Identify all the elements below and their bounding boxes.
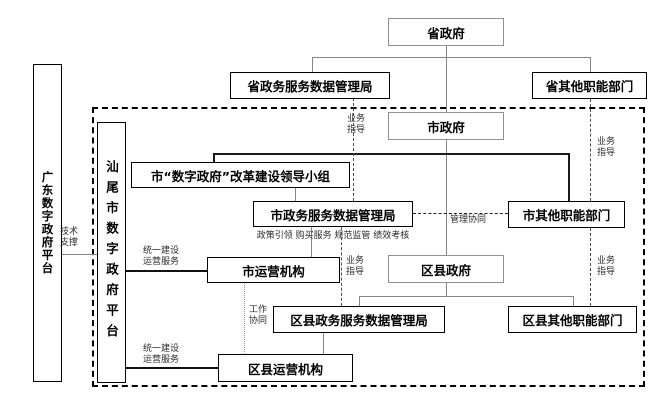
connector-district-bureau-drop — [359, 296, 360, 306]
label-unified-service-district: 统一建设运营服务 — [143, 344, 180, 366]
node-district-operator: 区县运营机构 — [218, 354, 353, 382]
connector-province-split — [312, 57, 590, 58]
connector-province-gov-down — [446, 46, 447, 112]
label-business-guidance-city-other: 业务指导 — [597, 256, 616, 278]
label-business-guidance-province-bureau: 业务指导 — [347, 114, 366, 136]
label-business-guidance-province-other: 业务指导 — [597, 137, 616, 159]
connector-leading-group-to-city-bureau — [295, 188, 296, 201]
connector-province-bureau-drop — [312, 57, 313, 72]
label-work-coordination: 工作协同 — [249, 305, 268, 327]
connector-tech-support — [62, 254, 97, 255]
city-other-depts-label: 市其他职能部门 — [522, 208, 611, 223]
city-gov-label: 市政府 — [427, 119, 465, 135]
node-province-other-depts: 省其他职能部门 — [532, 72, 647, 99]
connector-unified-service-district — [126, 367, 218, 369]
connector-city-gov-down — [446, 140, 447, 255]
dashed-province-bureau-guidance — [353, 98, 354, 201]
node-district-data-bureau: 区县政务服务数据管理局 — [273, 306, 445, 333]
connector-district-other-drop — [573, 296, 574, 306]
city-operator-label: 市运营机构 — [242, 263, 305, 279]
connector-district-bureau-to-operator — [323, 333, 324, 354]
connector-district-gov-down — [446, 283, 447, 296]
shanwei-platform-label: 汕尾市数字政府平台 — [104, 160, 119, 345]
node-city-gov: 市政府 — [388, 112, 504, 140]
district-gov-label: 区县政府 — [420, 262, 471, 278]
connector-province-other-drop — [590, 57, 591, 72]
label-unified-service-city: 统一建设运营服务 — [143, 246, 180, 268]
label-business-guidance-city-bureau: 业务指导 — [346, 256, 365, 278]
dashed-province-other-guidance — [590, 99, 591, 201]
district-operator-label: 区县运营机构 — [247, 361, 323, 377]
node-district-other-depts: 区县其他职能部门 — [508, 306, 637, 333]
connector-district-split — [359, 296, 573, 297]
connector-city-split — [213, 153, 568, 155]
province-data-bureau-label: 省政务服务数据管理局 — [247, 79, 373, 94]
dashed-city-bureau-guidance — [341, 227, 342, 306]
node-province-data-bureau: 省政务服务数据管理局 — [230, 72, 390, 99]
dotted-work-coordination — [244, 283, 245, 354]
city-data-bureau-label: 市政务服务数据管理局 — [270, 207, 396, 223]
node-guangdong-digital-platform: 广东数字政府平台 — [33, 64, 62, 382]
shanwei-scope-dashed-boundary — [92, 107, 645, 387]
node-city-operator: 市运营机构 — [207, 257, 340, 283]
province-gov-label: 省政府 — [427, 25, 465, 41]
district-data-bureau-label: 区县政务服务数据管理局 — [290, 313, 428, 328]
node-city-leading-group: 市“数字政府”改革建设领导小组 — [131, 162, 350, 188]
connector-city-other-drop — [568, 153, 570, 201]
node-shanwei-digital-platform: 汕尾市数字政府平台 — [97, 122, 126, 383]
node-city-other-depts: 市其他职能部门 — [508, 201, 625, 228]
label-management-coordination: 管理协同 — [450, 215, 487, 225]
label-tech-support: 技术支撑 — [60, 227, 79, 249]
node-province-gov: 省政府 — [388, 18, 504, 46]
guangdong-platform-label: 广东数字政府平台 — [40, 171, 55, 275]
dashed-management-coordination — [413, 213, 508, 214]
city-leading-group-label: 市“数字政府”改革建设领导小组 — [151, 168, 330, 184]
province-other-depts-label: 省其他职能部门 — [545, 79, 634, 94]
node-city-data-bureau: 市政务服务数据管理局 — [253, 201, 413, 227]
connector-leading-group-drop — [213, 153, 215, 162]
connector-city-bureau-to-operator — [311, 227, 312, 257]
label-policy-chain: 政策引领 购买服务 规范监管 绩效考核 — [256, 231, 410, 241]
connector-unified-service-city — [126, 270, 207, 272]
node-district-gov: 区县政府 — [388, 255, 504, 283]
district-other-depts-label: 区县其他职能部门 — [522, 313, 623, 328]
dashed-city-other-guidance — [590, 228, 591, 306]
